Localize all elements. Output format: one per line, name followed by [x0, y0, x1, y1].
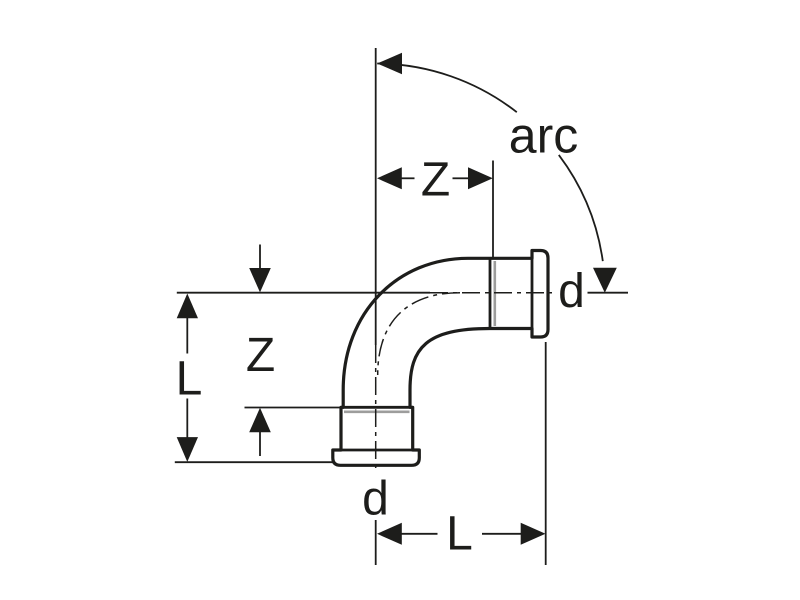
l-vertical-label: L [176, 353, 203, 406]
l-horizontal-arrowhead-right [520, 522, 546, 545]
z-horizontal-label: Z [421, 154, 450, 207]
insertion-depth-lines [344, 261, 497, 414]
dimension-labels: arc Z d Z L d L [176, 108, 585, 561]
z-vertical-arrowhead-down [249, 268, 271, 293]
l-vertical-arrowhead-up [176, 293, 198, 319]
dimension-lines [174, 48, 628, 565]
d-right-label: d [558, 265, 585, 318]
z-vertical-label: Z [246, 329, 275, 382]
centerlines [374, 291, 552, 473]
l-vertical-arrowhead-down [176, 437, 198, 462]
arc-arrowhead-top [377, 52, 402, 75]
bend-center-path [376, 291, 461, 376]
arrowheads [176, 52, 617, 545]
z-vertical-arrowhead-up [249, 407, 271, 433]
pipe-fitting [331, 248, 550, 467]
z-horizontal-arrowhead-right [468, 167, 493, 190]
arc-dimension-lower-segment [558, 154, 604, 262]
l-horizontal-label: L [446, 508, 473, 561]
z-horizontal-arrowhead-left [377, 167, 402, 190]
l-horizontal-arrowhead-left [377, 522, 402, 545]
arc-label: arc [509, 108, 578, 164]
arc-arrowhead-bottom [593, 267, 617, 293]
d-bottom-label: d [362, 473, 389, 526]
fitting-body-outline [331, 248, 550, 467]
